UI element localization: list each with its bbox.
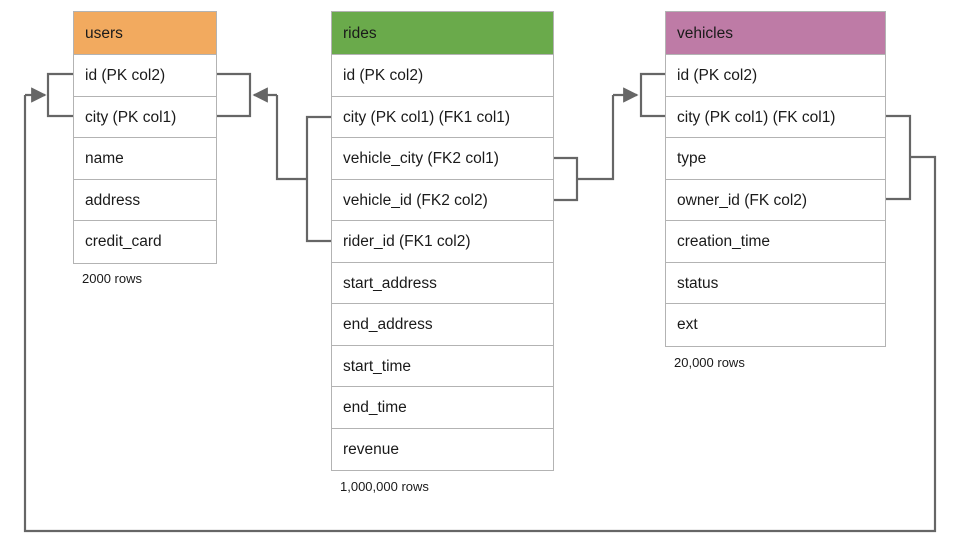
- users-left-bracket: [46, 72, 73, 118]
- table-users-column-credit-card[interactable]: credit_card: [74, 221, 216, 263]
- rides-fk1-bracket: [305, 115, 331, 243]
- table-rides-header: rides: [332, 12, 553, 55]
- table-vehicles-column-owner-id[interactable]: owner_id (FK col2): [666, 179, 885, 221]
- table-vehicles-column-type[interactable]: type: [666, 138, 885, 180]
- table-users-column-city[interactable]: city (PK col1): [74, 96, 216, 138]
- table-rides[interactable]: rides id (PK col2) city (PK col1) (FK1 c…: [331, 11, 554, 471]
- table-vehicles[interactable]: vehicles id (PK col2) city (PK col1) (FK…: [665, 11, 886, 347]
- table-rides-column-rider-id[interactable]: rider_id (FK1 col2): [332, 221, 553, 263]
- table-users-column-address[interactable]: address: [74, 179, 216, 221]
- table-vehicles-header: vehicles: [666, 12, 885, 55]
- users-right-bracket: [217, 72, 252, 118]
- table-rides-column-revenue[interactable]: revenue: [332, 428, 553, 470]
- table-rides-column-city[interactable]: city (PK col1) (FK1 col1): [332, 96, 553, 138]
- table-rides-column-vehicle-city[interactable]: vehicle_city (FK2 col1): [332, 138, 553, 180]
- table-rides-column-id[interactable]: id (PK col2): [332, 55, 553, 97]
- table-users-column-name[interactable]: name: [74, 138, 216, 180]
- table-users[interactable]: users id (PK col2) city (PK col1) name a…: [73, 11, 217, 264]
- rides-fk2-bracket: [554, 156, 579, 202]
- table-users-header: users: [74, 12, 216, 55]
- table-vehicles-column-id[interactable]: id (PK col2): [666, 55, 885, 97]
- vehicles-left-bracket: [639, 72, 665, 118]
- table-vehicles-column-city[interactable]: city (PK col1) (FK col1): [666, 96, 885, 138]
- table-rides-column-start-time[interactable]: start_time: [332, 345, 553, 387]
- table-users-column-id[interactable]: id (PK col2): [74, 55, 216, 97]
- table-vehicles-row-count: 20,000 rows: [674, 355, 745, 370]
- table-rides-column-vehicle-id[interactable]: vehicle_id (FK2 col2): [332, 179, 553, 221]
- vehicles-right-bracket: [886, 114, 912, 201]
- table-rides-row-count: 1,000,000 rows: [340, 479, 429, 494]
- table-vehicles-column-ext[interactable]: ext: [666, 304, 885, 346]
- table-users-row-count: 2000 rows: [82, 271, 142, 286]
- table-rides-column-end-address[interactable]: end_address: [332, 304, 553, 346]
- table-vehicles-column-creation-time[interactable]: creation_time: [666, 221, 885, 263]
- rides-fk2-to-vehicles-line: [577, 95, 615, 181]
- table-rides-column-end-time[interactable]: end_time: [332, 387, 553, 429]
- table-vehicles-column-status[interactable]: status: [666, 262, 885, 304]
- rides-fk1-to-users-line: [275, 95, 307, 181]
- table-rides-column-start-address[interactable]: start_address: [332, 262, 553, 304]
